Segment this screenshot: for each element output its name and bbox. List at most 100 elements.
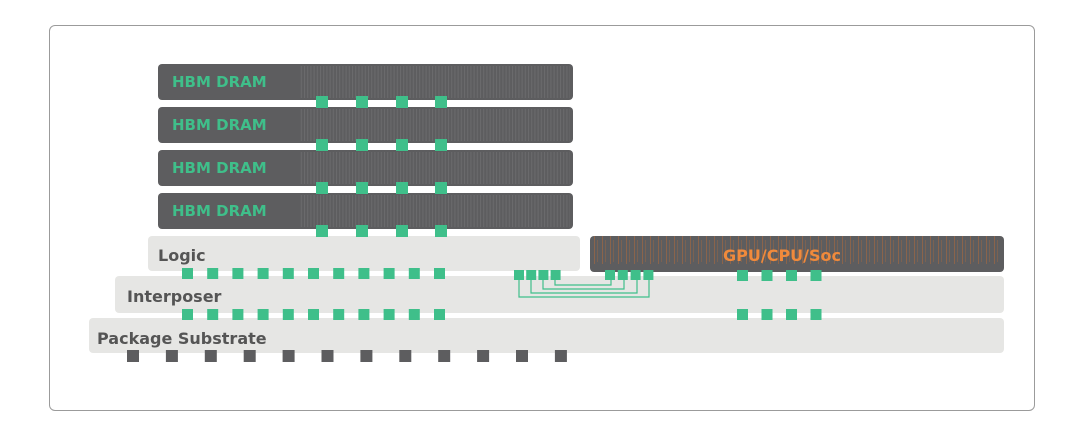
processor-wire-pad bbox=[630, 270, 641, 280]
wire-4 bbox=[554, 279, 612, 286]
interposer-layer bbox=[115, 276, 1004, 313]
logic-bump bbox=[282, 268, 294, 279]
processor-bump bbox=[761, 270, 773, 281]
dram-die-3-label: HBM DRAM bbox=[172, 159, 267, 177]
interposer-bump bbox=[232, 309, 244, 320]
processor-bump bbox=[737, 270, 748, 281]
processor-bump bbox=[810, 270, 822, 281]
dram-tsv-bump bbox=[356, 96, 368, 108]
dram-tsv-bump bbox=[316, 139, 328, 151]
dram-die-4: HBM DRAM bbox=[158, 193, 573, 229]
dram-tsv-bump bbox=[435, 182, 447, 194]
processor-wire-pad bbox=[643, 270, 654, 280]
processor-bump bbox=[786, 270, 797, 281]
package-substrate-layer bbox=[89, 318, 1004, 353]
dram-die-1: HBM DRAM bbox=[158, 64, 573, 100]
dram-tsv-bump bbox=[435, 225, 447, 237]
logic-bump bbox=[383, 268, 395, 279]
logic-bump bbox=[257, 268, 269, 279]
interposer-bump bbox=[333, 309, 345, 320]
processor-wire-pad bbox=[605, 270, 615, 280]
dram-die-2-texture bbox=[300, 109, 570, 141]
dram-tsv-bump bbox=[356, 139, 368, 151]
package-ball bbox=[204, 350, 217, 362]
package-ball bbox=[516, 350, 528, 362]
interposer-bump bbox=[282, 309, 294, 320]
processor-interposer-bump bbox=[737, 309, 748, 320]
dram-tsv-bump bbox=[316, 225, 328, 237]
package-balls bbox=[127, 350, 567, 362]
dram-die-2: HBM DRAM bbox=[158, 107, 573, 143]
interposer-bump bbox=[383, 309, 395, 320]
processor-interposer-bump bbox=[810, 309, 822, 320]
interposer-bump bbox=[308, 309, 319, 320]
interposer-bump bbox=[408, 309, 420, 320]
logic-bump bbox=[408, 268, 420, 279]
package-ball bbox=[477, 350, 490, 362]
dram-tsv-bump bbox=[435, 139, 447, 151]
dram-die-4-label: HBM DRAM bbox=[172, 202, 267, 220]
dram-tsv-bump bbox=[316, 96, 328, 108]
package-ball bbox=[554, 350, 567, 362]
logic-bump bbox=[308, 268, 319, 279]
package-ball bbox=[321, 350, 334, 362]
logic-bump bbox=[434, 268, 445, 279]
dram-tsv-bump bbox=[356, 182, 368, 194]
dram-die-3: HBM DRAM bbox=[158, 150, 573, 186]
package-ball bbox=[399, 350, 412, 362]
wire-1 bbox=[518, 279, 650, 298]
dram-tsv-bump bbox=[435, 96, 447, 108]
package-ball bbox=[438, 350, 451, 362]
interposer-bump bbox=[257, 309, 269, 320]
interposer-bump bbox=[207, 309, 219, 320]
package-ball bbox=[165, 350, 178, 362]
package-substrate: Package Substrate bbox=[89, 318, 1004, 353]
interposer-bump bbox=[434, 309, 445, 320]
processor-label: GPU/CPU/Soc bbox=[723, 246, 841, 265]
wire-3 bbox=[542, 279, 625, 290]
package-ball bbox=[127, 350, 139, 362]
logic-label: Logic bbox=[158, 246, 206, 265]
logic-bump bbox=[207, 268, 219, 279]
logic-bump bbox=[182, 268, 193, 279]
dram-tsv-bump bbox=[396, 96, 408, 108]
logic-layer bbox=[148, 236, 580, 271]
package-substrate-label: Package Substrate bbox=[97, 329, 267, 348]
dram-tsv-bump bbox=[396, 225, 408, 237]
dram-tsv-bump bbox=[396, 182, 408, 194]
dram-stack: HBM DRAM HBM DRAM HBM DRAM HBM DRAM bbox=[158, 64, 573, 229]
interposer-wire-pad bbox=[514, 270, 524, 280]
interposer-bump bbox=[358, 309, 370, 320]
interposer-wire-pad bbox=[538, 270, 549, 280]
interposer-label: Interposer bbox=[127, 287, 222, 306]
dram-tsv-bump bbox=[356, 225, 368, 237]
dram-tsv-bump bbox=[316, 182, 328, 194]
dram-die-1-texture bbox=[300, 66, 570, 98]
package-ball bbox=[243, 350, 256, 362]
logic-bump bbox=[333, 268, 345, 279]
dram-die-1-label: HBM DRAM bbox=[172, 73, 267, 91]
logic-bump bbox=[232, 268, 244, 279]
dram-die-4-texture bbox=[300, 195, 570, 227]
processor-die: GPU/CPU/Soc bbox=[590, 236, 1004, 272]
diagram-frame bbox=[49, 25, 1035, 411]
logic-die: Logic bbox=[148, 236, 580, 271]
wire-2 bbox=[530, 279, 638, 294]
interposer-wire-pad bbox=[550, 270, 561, 280]
dram-die-2-label: HBM DRAM bbox=[172, 116, 267, 134]
dram-tsv-bump bbox=[396, 139, 408, 151]
dram-die-3-texture bbox=[300, 152, 570, 184]
interposer-wire-pad bbox=[526, 270, 537, 280]
processor-texture bbox=[592, 236, 1002, 272]
micro-bumps bbox=[182, 96, 822, 320]
package-ball bbox=[360, 350, 373, 362]
package-ball bbox=[282, 350, 295, 362]
interposer-bump bbox=[182, 309, 193, 320]
interposer-wiring bbox=[518, 279, 650, 298]
interposer: Interposer bbox=[115, 276, 1004, 313]
processor-interposer-bump bbox=[786, 309, 797, 320]
logic-bump bbox=[358, 268, 370, 279]
processor-interposer-bump bbox=[761, 309, 773, 320]
processor-wire-pad bbox=[617, 270, 628, 280]
